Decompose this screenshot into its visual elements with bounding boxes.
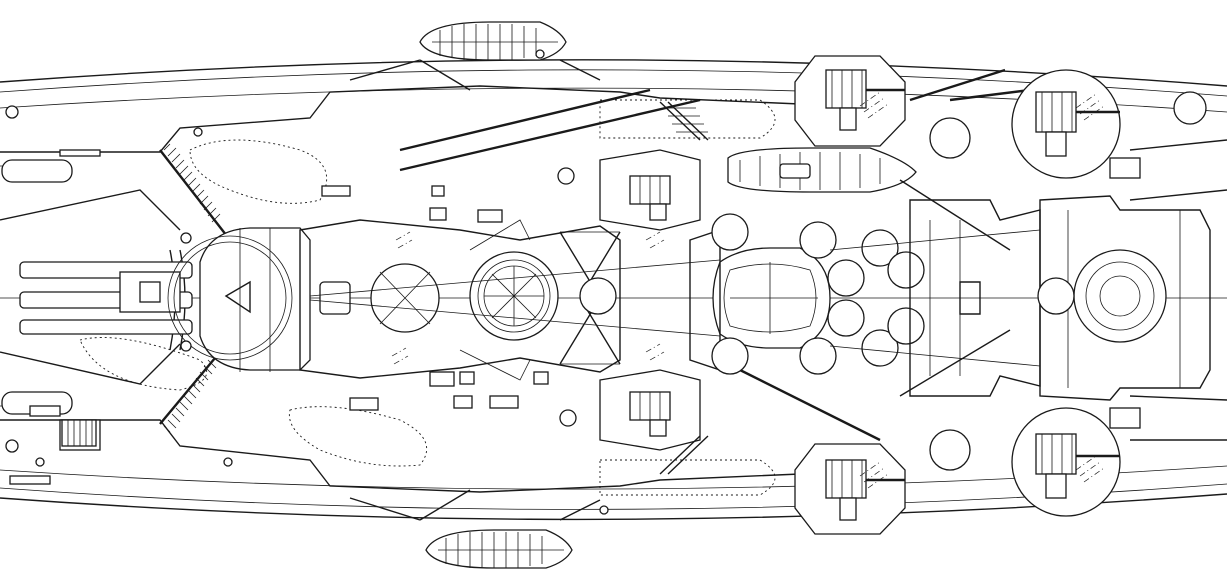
aa-platform-bottom-2	[1011, 407, 1121, 517]
forward-superstructure	[299, 219, 621, 379]
main-guns-forward	[19, 261, 193, 335]
centerline-detail	[309, 229, 1041, 367]
catapult-rail	[659, 101, 709, 475]
breakwater-hatching	[163, 143, 221, 433]
boat-davits	[349, 59, 1031, 521]
aa-platform-bottom-1	[794, 443, 906, 535]
boat-bottom	[425, 529, 573, 569]
main-turret-aft	[1037, 249, 1167, 343]
boat-top	[419, 21, 567, 61]
rangefinder	[469, 251, 559, 341]
aa-platform-top-1	[794, 55, 906, 147]
boat-center	[727, 147, 917, 193]
secondary-turret-bottom-fwd	[599, 369, 701, 451]
rear-side-blocks	[1109, 139, 1227, 441]
stipple-marks	[391, 91, 1105, 489]
aa-tubs	[711, 91, 1207, 471]
deck-fittings	[5, 49, 609, 515]
main-turret-forward	[169, 227, 311, 372]
bridge-tower	[459, 219, 621, 381]
deck-dotted-outlines	[79, 99, 776, 496]
barbette-circle	[167, 235, 293, 361]
funnel	[689, 229, 831, 371]
aa-platform-top-2	[1011, 69, 1121, 179]
ladder	[61, 419, 97, 447]
secondary-turret-top-fwd	[599, 149, 701, 231]
